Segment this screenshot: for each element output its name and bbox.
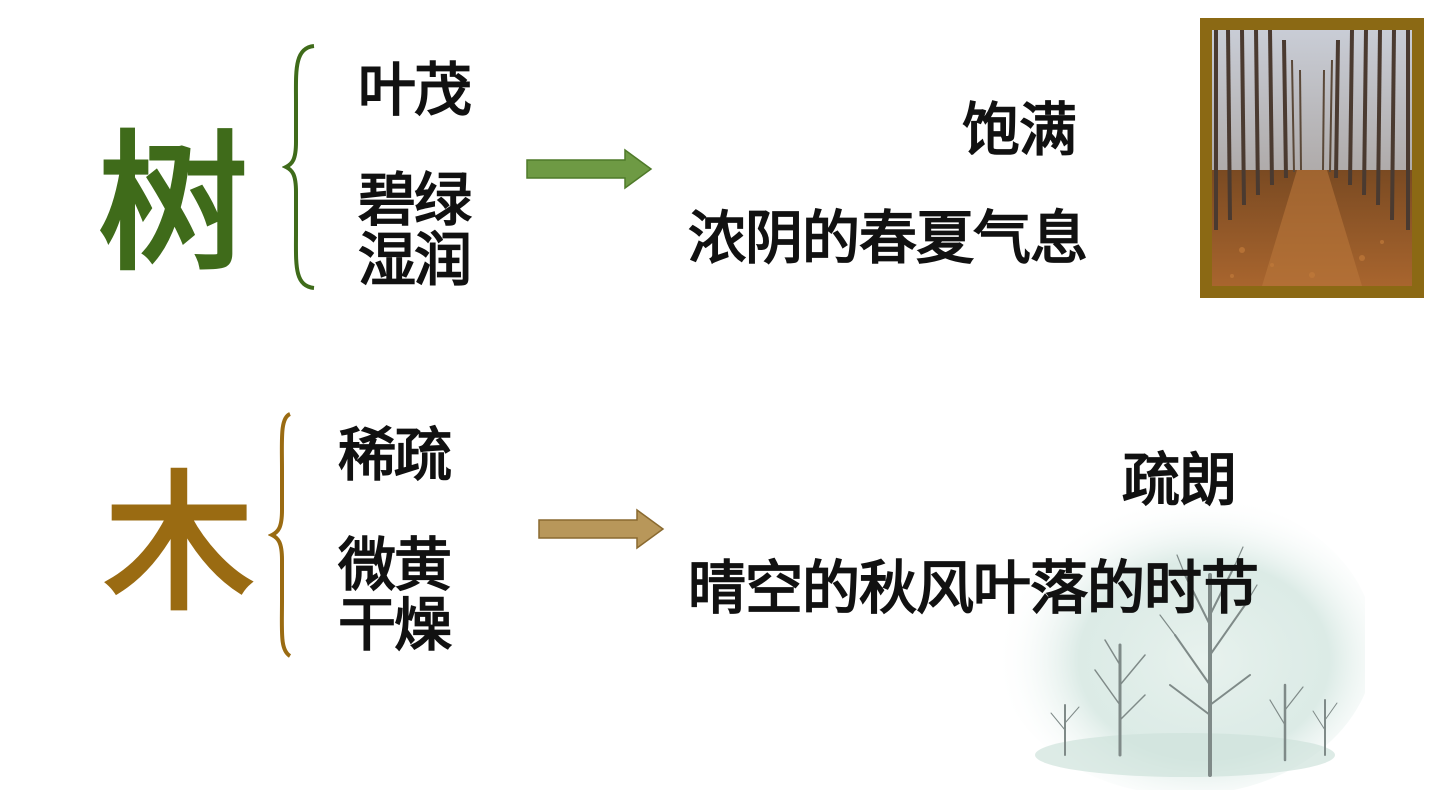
- attr-yemao: 叶茂: [358, 56, 472, 124]
- result-phrase-bottom: 晴空的秋风叶落的时节: [688, 554, 1259, 622]
- result-word-baoman: 饱满: [962, 96, 1077, 164]
- autumn-forest-photo: [1200, 18, 1424, 298]
- arrow-bottom: [538, 508, 665, 550]
- result-phrase-top: 浓阴的春夏气息: [688, 204, 1088, 272]
- brace-top: [282, 44, 315, 290]
- attr-weihuang: 微黄: [338, 531, 452, 599]
- brace-bottom: [268, 412, 292, 658]
- result-word-shulang: 疏朗: [1122, 446, 1237, 514]
- attr-ganzao: 干燥: [338, 591, 452, 659]
- attr-shirun: 湿润: [358, 226, 472, 294]
- winter-trees-image: [985, 455, 1365, 790]
- char-shu: 树: [98, 118, 249, 292]
- arrow-top: [526, 148, 653, 190]
- attr-bilv: 碧绿: [358, 166, 472, 234]
- char-mu: 木: [104, 458, 255, 632]
- attr-xishu: 稀疏: [338, 421, 452, 489]
